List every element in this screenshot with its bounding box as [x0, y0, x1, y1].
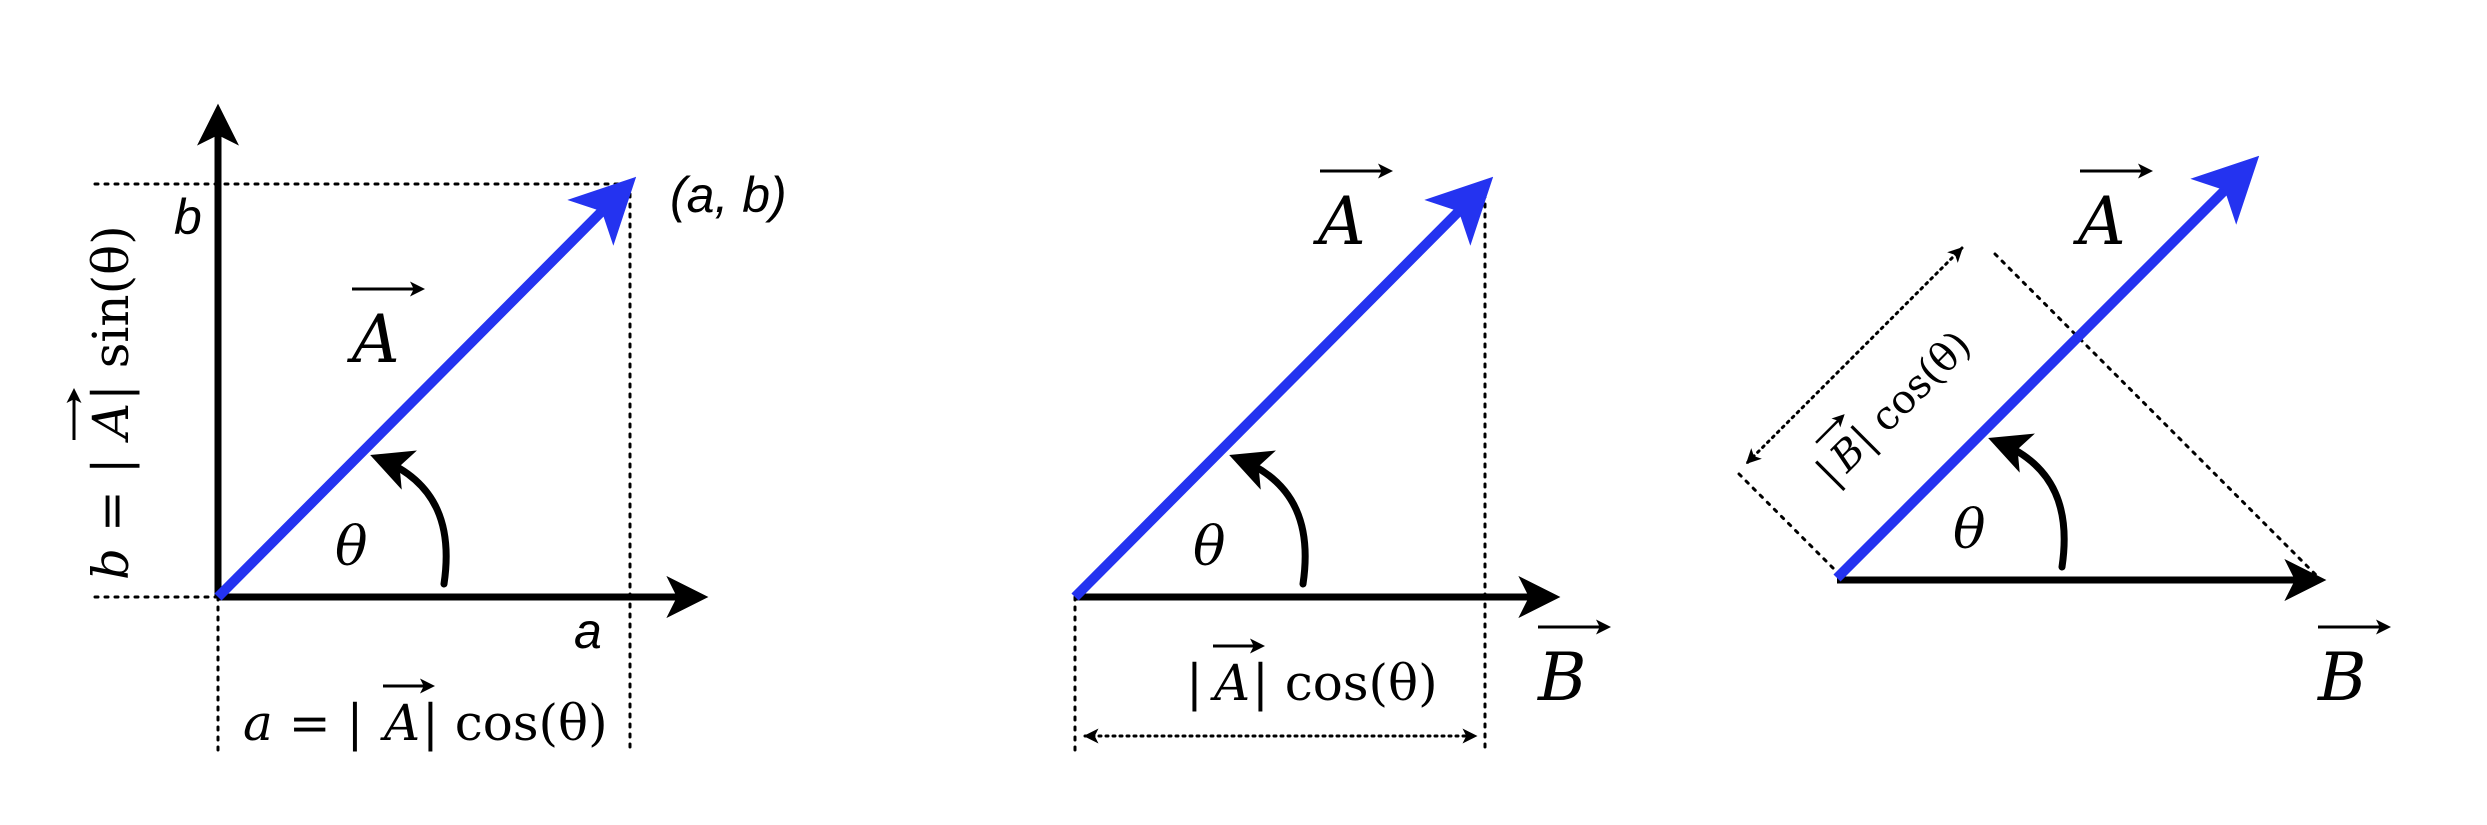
vector-a-symbol: A: [2072, 183, 2126, 260]
vector-a: [214, 176, 637, 601]
angle-arc: [1229, 450, 1309, 588]
vector-b-label: B: [2317, 619, 2391, 716]
vector-a-symbol: A: [1312, 183, 1366, 260]
projection-formula: | A | cos(θ): [1186, 638, 1438, 712]
angle-arc: [370, 450, 450, 588]
origin-perpendicular-guide: [1737, 472, 1839, 574]
projection-dimension-line: [1745, 246, 1964, 465]
vector-arrow-overbar: [1815, 414, 1845, 444]
vector-a: [1071, 176, 1494, 601]
projection-rhs: | cos(θ): [1252, 654, 1438, 712]
panel-components: (a, b) b a A θ a = | A | cos(θ) b = | A …: [66, 103, 787, 754]
projection-lhs: |: [1186, 654, 1203, 712]
point-label: (a, b): [670, 167, 787, 223]
vector-b-symbol: B: [1537, 639, 1587, 716]
x-component-formula: a = | A | cos(θ): [243, 678, 608, 752]
y-formula-lhs: b = |: [82, 457, 140, 580]
panel-projection-a-on-b: A B θ | A | cos(θ): [1071, 163, 1611, 754]
angle-theta-label: θ: [1953, 498, 1986, 561]
y-formula-rhs: | sin(θ): [82, 225, 140, 401]
projection-rhs: | cos(θ): [1843, 322, 1981, 460]
y-tick-label: b: [174, 189, 202, 245]
panel-projection-b-on-a: A B θ | B | cos(θ): [1737, 155, 2391, 716]
angle-theta-label: θ: [335, 515, 368, 578]
y-component-formula: b = | A | sin(θ): [66, 225, 140, 580]
angle-theta-label: θ: [1193, 515, 1226, 578]
vector-a: [1833, 155, 2260, 582]
x-formula-rhs: | cos(θ): [422, 694, 608, 752]
vector-b-symbol: B: [2317, 639, 2367, 716]
vector-a-label: A: [1312, 163, 1393, 260]
projection-vector: A: [1210, 654, 1250, 712]
x-tick-label: a: [574, 603, 602, 659]
x-formula-lhs: a = |: [243, 694, 363, 752]
y-formula-vector: A: [82, 403, 140, 443]
vector-a-label: A: [2072, 163, 2153, 260]
x-formula-vector: A: [380, 694, 420, 752]
perpendicular-guide-line: [1993, 252, 2320, 579]
vector-a-label: A: [346, 281, 425, 378]
vector-a-symbol: A: [346, 301, 400, 378]
vector-b-label: B: [1537, 619, 1611, 716]
angle-arc: [1988, 433, 2068, 571]
